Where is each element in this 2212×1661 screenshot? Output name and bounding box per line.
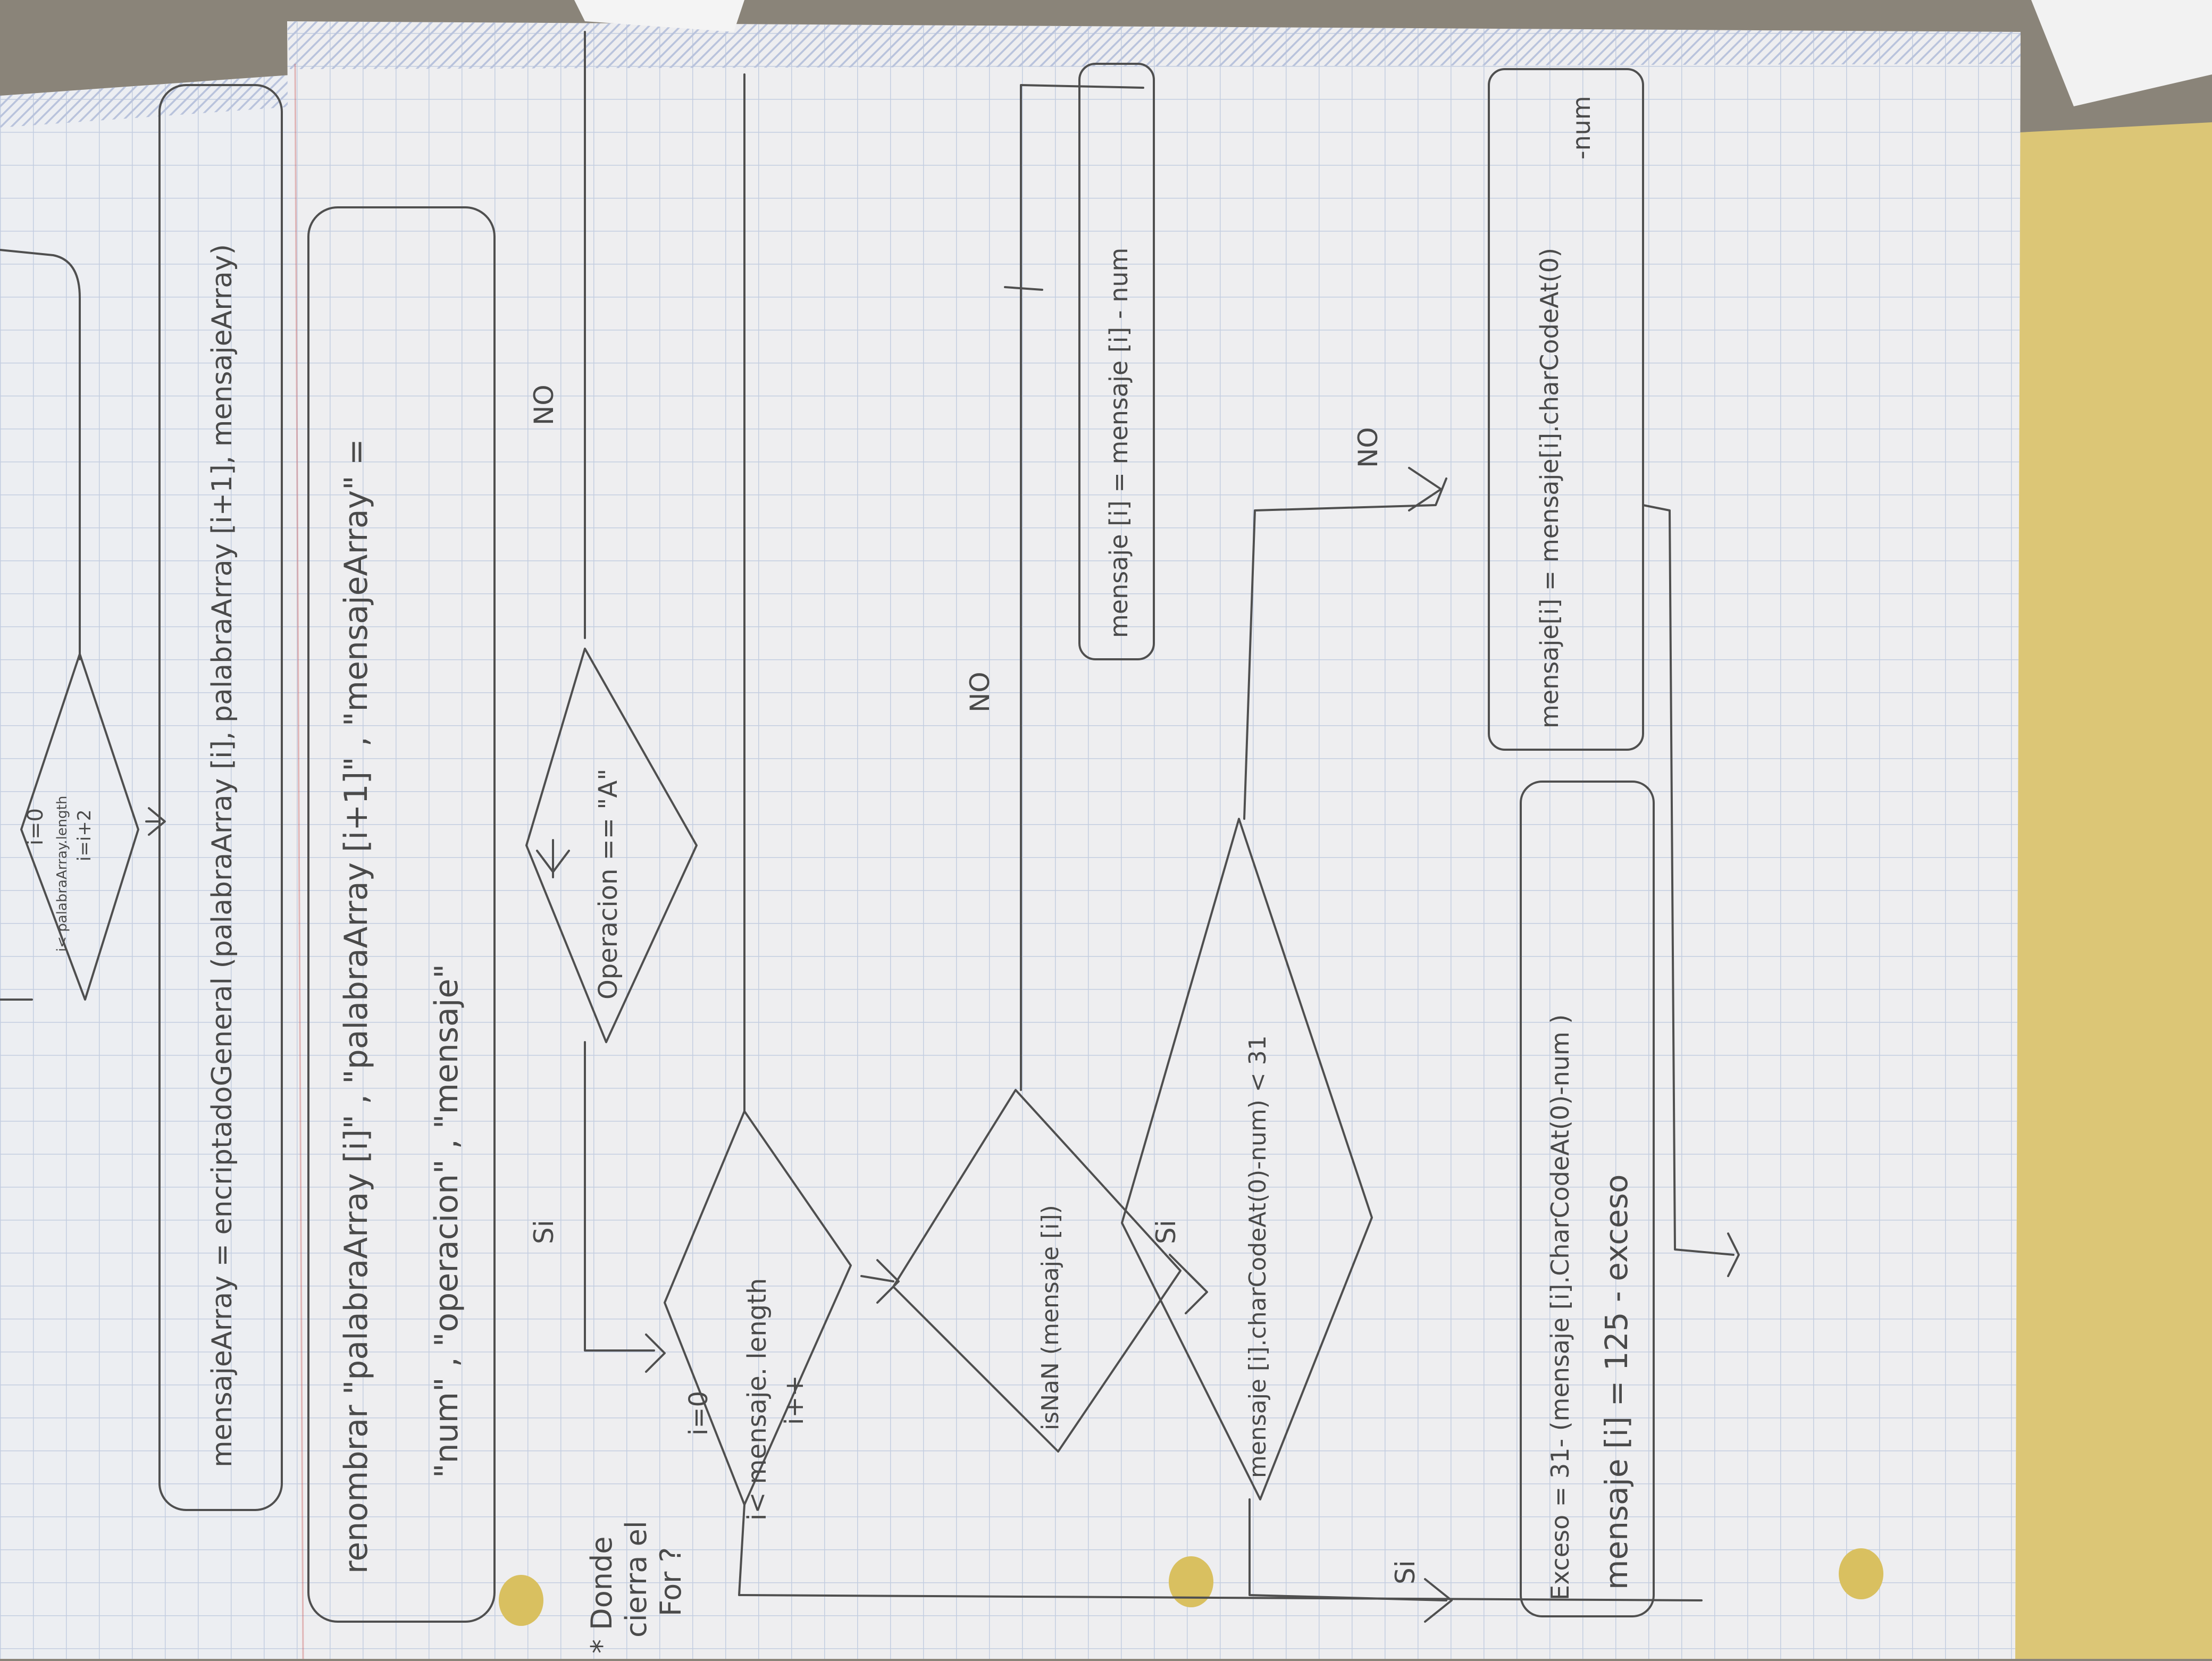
- edge-charcode-no: [1243, 477, 1447, 820]
- edge-si-operacion: [584, 1041, 655, 1352]
- si-label-charcode: Si: [1390, 1560, 1421, 1584]
- arrow-head: [1727, 1232, 1740, 1277]
- arrow-head: [1185, 1270, 1208, 1314]
- si-label-operacion: Si: [529, 1220, 559, 1244]
- sheet-header-band: [287, 21, 2021, 69]
- decision-charcode-label: mensaje [i].charCodeAt(0)-num) < 31: [1244, 1035, 1271, 1478]
- note-line-2: cierra el: [619, 1521, 653, 1638]
- edge-charcode-si: [1249, 1498, 1447, 1601]
- edge-isnan-no: [1020, 84, 1144, 1091]
- note-line-1: * Donde: [585, 1536, 618, 1654]
- no-label-charcode: NO: [1353, 427, 1384, 468]
- process-num-box: [1078, 63, 1155, 660]
- decision-charcode: [1121, 818, 1373, 1500]
- left-loop-decision: [20, 653, 139, 1001]
- binder-hole: [1839, 1548, 1883, 1599]
- rename-box: [307, 206, 496, 1623]
- left-loop-init: i=0: [23, 808, 48, 845]
- arrow-head: [536, 839, 570, 878]
- rename-line-2: "num" , "operacion" , "mensaje": [428, 964, 465, 1478]
- rename-line-1: renombrar "palabraArray [i]" , "palabraA…: [338, 439, 375, 1574]
- note-line-3: For ?: [654, 1547, 688, 1616]
- process-exceso-line-2: mensaje [i] = 125 - exceso: [1598, 1174, 1635, 1590]
- process-normal-box: [1488, 68, 1644, 751]
- process-normal-line-1: mensaje[i] = mensaje[i].charCodeAt(0): [1535, 248, 1564, 728]
- arrow-head: [645, 1333, 666, 1373]
- binder-hole: [499, 1575, 543, 1626]
- left-loop-cond: i< palabraArray.length: [54, 796, 70, 952]
- binder-hole: [1169, 1556, 1213, 1607]
- left-assignment-box: [158, 84, 283, 1511]
- for-step: i++: [780, 1375, 809, 1425]
- left-assignment-text: mensajeArray = encriptadoGeneral (palabr…: [206, 244, 238, 1467]
- yellow-folder: [1967, 122, 2212, 1659]
- for-init: i=0: [684, 1391, 714, 1436]
- process-num-text: mensaje [i] = mensaje [i] - num: [1104, 248, 1133, 638]
- arrow-head: [1408, 467, 1442, 511]
- arrow-head: [148, 807, 166, 836]
- process-exceso-box: [1520, 781, 1655, 1617]
- no-label-isnan: NO: [965, 672, 995, 712]
- decision-isnan-label: isNaN (mensaje [i]): [1037, 1205, 1064, 1430]
- for-cond: i< mensaje. length: [742, 1278, 772, 1521]
- left-loop-step: i=i+2: [74, 809, 95, 861]
- process-normal-line-2: -num: [1567, 96, 1596, 160]
- arrow-head: [1424, 1578, 1453, 1623]
- decision-operacion-label: Operacion == "A": [593, 769, 623, 1000]
- decision-operacion: [525, 648, 698, 1043]
- no-label-operacion: NO: [529, 384, 559, 425]
- process-exceso-line-1: Exceso = 31- (mensaje [i].CharCodeAt(0)-…: [1546, 1014, 1574, 1600]
- si-label-isnan: Si: [1151, 1220, 1182, 1244]
- loop-back-edge: [0, 249, 81, 660]
- arrow-head: [876, 1259, 900, 1304]
